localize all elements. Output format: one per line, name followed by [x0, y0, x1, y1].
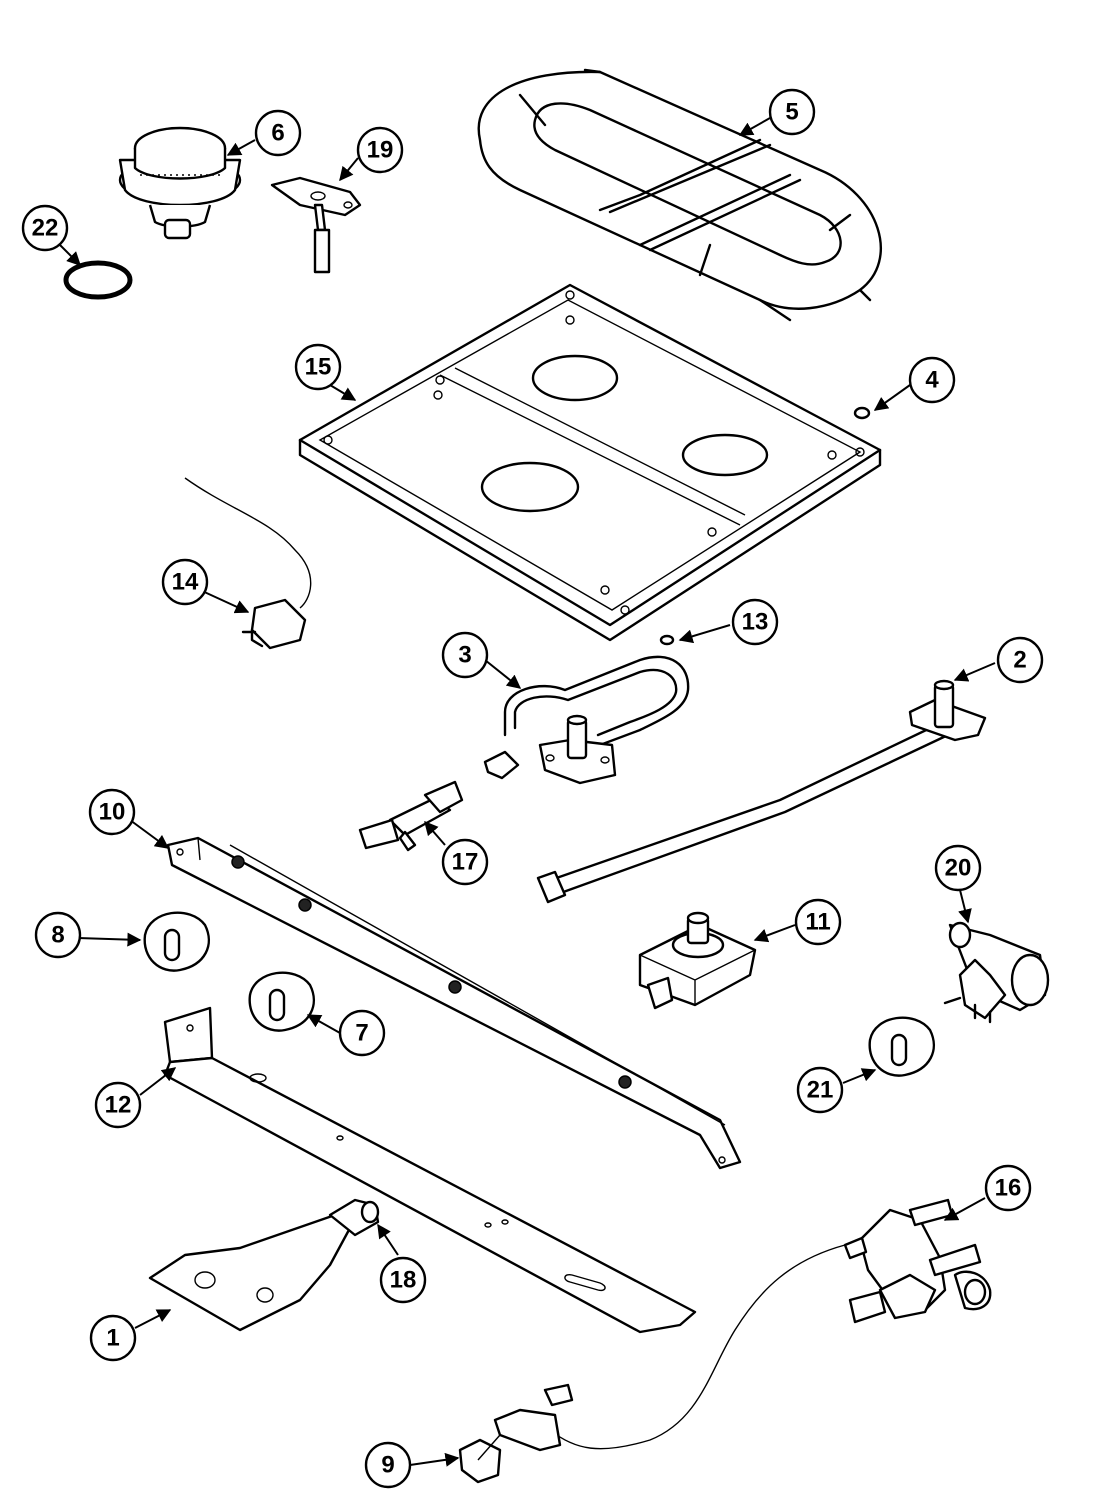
callout-1-label: 1: [106, 1325, 119, 1352]
callout-12: 12: [94, 1081, 142, 1129]
part-21-knob: [868, 1016, 935, 1077]
part-10-bracket: [166, 836, 742, 1170]
callout-21-label: 21: [807, 1077, 834, 1104]
callout-5-label: 5: [785, 99, 798, 126]
callout-6-label: 6: [271, 120, 284, 147]
part-22-o-ring: [63, 260, 133, 300]
callout-14-label: 14: [172, 569, 199, 596]
part-17-orifice-valve: [358, 780, 464, 852]
part-2-burner-tube: [536, 679, 987, 904]
callout-22-label: 22: [32, 215, 59, 242]
part-4-nut: [853, 406, 871, 420]
callout-20: 20: [934, 844, 982, 892]
callout-3: 3: [441, 631, 489, 679]
part-20-valve: [943, 921, 1050, 1024]
callout-22: 22: [21, 204, 69, 252]
callout-13: 13: [731, 598, 779, 646]
part-3-burner-tube: [483, 655, 690, 785]
part-7-knob: [248, 971, 315, 1032]
callout-20-label: 20: [945, 855, 972, 882]
callout-15: 15: [294, 343, 342, 391]
callout-18: 18: [379, 1256, 427, 1304]
callout-6: 6: [254, 109, 302, 157]
callout-1: 1: [89, 1314, 137, 1362]
callout-7: 7: [338, 1009, 386, 1057]
part-18-igniter-tube: [328, 1198, 380, 1237]
callout-10: 10: [88, 788, 136, 836]
callout-4: 4: [908, 356, 956, 404]
part-6-burner-head: [118, 126, 242, 240]
callout-5: 5: [768, 88, 816, 136]
callout-17: 17: [441, 838, 489, 886]
callout-19: 19: [356, 126, 404, 174]
part-13-screw: [659, 634, 675, 646]
part-8-knob: [143, 911, 210, 972]
callout-8-label: 8: [51, 922, 64, 949]
callout-12-label: 12: [105, 1092, 132, 1119]
callout-11-label: 11: [805, 909, 830, 936]
callout-15-label: 15: [305, 354, 332, 381]
callout-16-label: 16: [995, 1175, 1022, 1202]
part-16-gas-valve: [843, 1198, 992, 1324]
callout-4-label: 4: [925, 367, 939, 394]
part-14-switch: [184, 477, 312, 650]
callout-13-label: 13: [742, 609, 769, 636]
part-9-thermocouple: [458, 1244, 846, 1484]
callout-17-label: 17: [452, 849, 479, 876]
callout-2-label: 2: [1013, 647, 1026, 674]
part-19-bracket: [270, 176, 362, 274]
callout-18-label: 18: [390, 1267, 417, 1294]
callout-9: 9: [364, 1441, 412, 1489]
part-5-burner-grate: [477, 68, 883, 322]
callout-11: 11: [794, 898, 842, 946]
callout-8: 8: [34, 911, 82, 959]
callout-19-label: 19: [367, 137, 394, 164]
callout-7-label: 7: [355, 1020, 368, 1047]
leader-lines: [59, 117, 996, 1467]
callout-21: 21: [796, 1066, 844, 1114]
callout-3-label: 3: [458, 642, 471, 669]
callout-10-label: 10: [99, 799, 126, 826]
part-1-igniter-cover: [148, 1213, 352, 1332]
callout-16: 16: [984, 1164, 1032, 1212]
part-15-cooktop-panel: [298, 283, 882, 642]
callout-14: 14: [161, 558, 209, 606]
callout-2: 2: [996, 636, 1044, 684]
part-11-regulator: [638, 911, 757, 1010]
callout-9-label: 9: [381, 1452, 394, 1479]
